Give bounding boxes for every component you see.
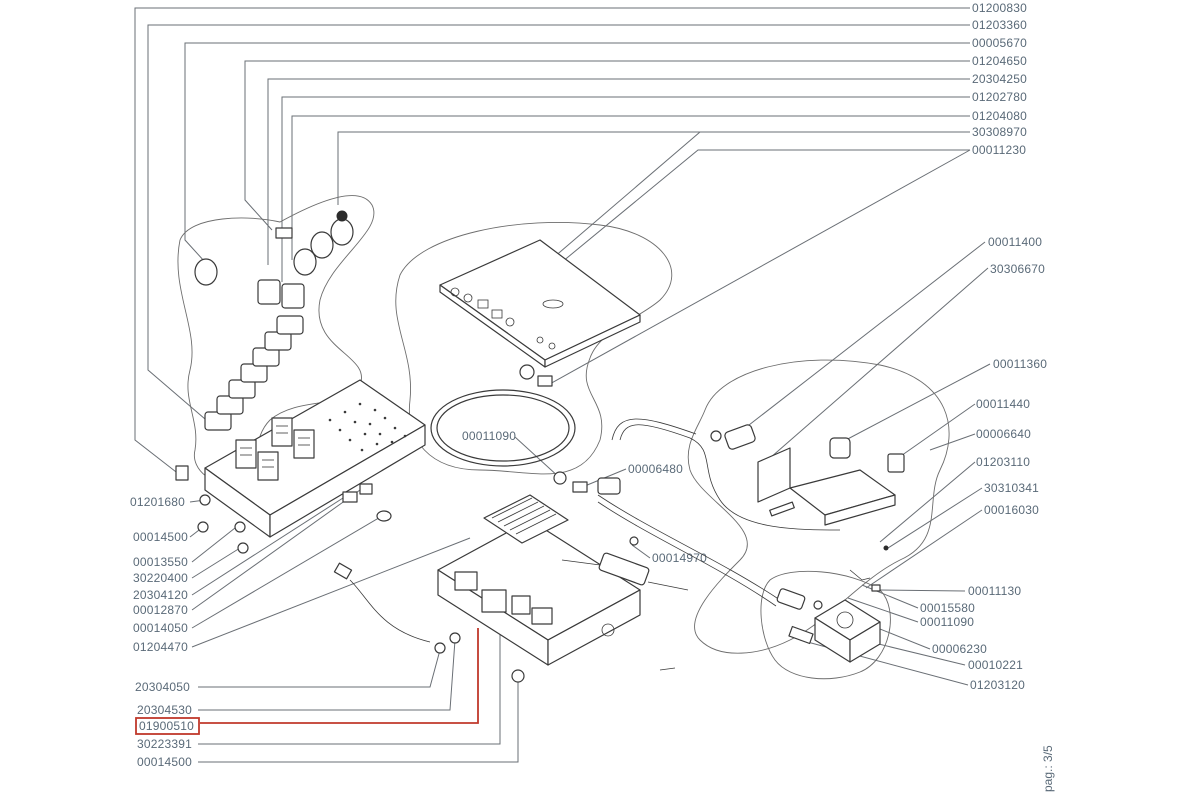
label-20304530[interactable]: 20304530	[137, 703, 192, 717]
label-20304120[interactable]: 20304120	[133, 588, 188, 602]
label-00011130[interactable]: 00011130	[968, 584, 1021, 598]
label-00010221[interactable]: 00010221	[968, 658, 1023, 672]
label-01204650[interactable]: 01204650	[972, 54, 1027, 68]
label-00011360[interactable]: 00011360	[993, 357, 1047, 371]
label-01201680[interactable]: 01201680	[130, 495, 185, 509]
label-01204080[interactable]: 01204080	[972, 109, 1027, 123]
label-00011230[interactable]: 00011230	[972, 143, 1026, 157]
label-30306670[interactable]: 30306670	[990, 262, 1045, 276]
label-00006480[interactable]: 00006480	[628, 462, 683, 476]
label-00011400[interactable]: 00011400	[988, 235, 1042, 249]
label-00011440[interactable]: 00011440	[976, 397, 1030, 411]
control-panel-plate	[439, 239, 641, 387]
highlight-box	[135, 717, 200, 735]
label-00006640[interactable]: 00006640	[976, 427, 1031, 441]
label-30220400[interactable]: 30220400	[133, 571, 188, 585]
page-indicator: pag.: 3/5	[1041, 745, 1055, 792]
label-00015580[interactable]: 00015580	[920, 601, 975, 615]
electronic-board	[437, 494, 641, 666]
label-00014500-a[interactable]: 00014500	[133, 530, 188, 544]
label-01203110[interactable]: 01203110	[976, 455, 1030, 469]
label-20304050[interactable]: 20304050	[135, 680, 190, 694]
label-01203120[interactable]: 01203120	[970, 678, 1025, 692]
label-00014970[interactable]: 00014970	[652, 551, 707, 565]
label-00012870[interactable]: 00012870	[133, 603, 188, 617]
label-01204470[interactable]: 01204470	[133, 640, 188, 654]
right-valve-assembly	[710, 424, 905, 663]
cables-small-parts	[333, 494, 781, 683]
label-01202780[interactable]: 01202780	[972, 90, 1027, 104]
label-00014500-b[interactable]: 00014500	[137, 755, 192, 769]
label-30308970[interactable]: 30308970	[972, 125, 1027, 139]
label-20304250[interactable]: 20304250	[972, 72, 1027, 86]
tube-coil	[430, 389, 841, 531]
label-30310341[interactable]: 30310341	[984, 481, 1039, 495]
right-labels: 01200830 01203360 00005670 01204650 2030…	[920, 1, 1047, 692]
label-00005670[interactable]: 00005670	[972, 36, 1027, 50]
label-00006230[interactable]: 00006230	[932, 642, 987, 656]
left-chassis-assembly	[175, 210, 426, 554]
label-00011090-right[interactable]: 00011090	[920, 615, 974, 629]
left-labels: 01201680 00014500 00013550 30220400 2030…	[130, 495, 200, 769]
label-01203360[interactable]: 01203360	[972, 18, 1027, 32]
label-30223391[interactable]: 30223391	[137, 737, 192, 751]
label-00016030[interactable]: 00016030	[984, 503, 1039, 517]
label-01900510[interactable]: 01900510	[139, 719, 194, 733]
label-00013550[interactable]: 00013550	[133, 555, 188, 569]
label-01200830[interactable]: 01200830	[972, 1, 1027, 15]
label-00014050[interactable]: 00014050	[133, 621, 188, 635]
label-00011090-center[interactable]: 00011090	[462, 429, 516, 443]
leader-lines	[134, 7, 991, 763]
center-labels: 00011090 00006480 00014970	[462, 429, 707, 565]
